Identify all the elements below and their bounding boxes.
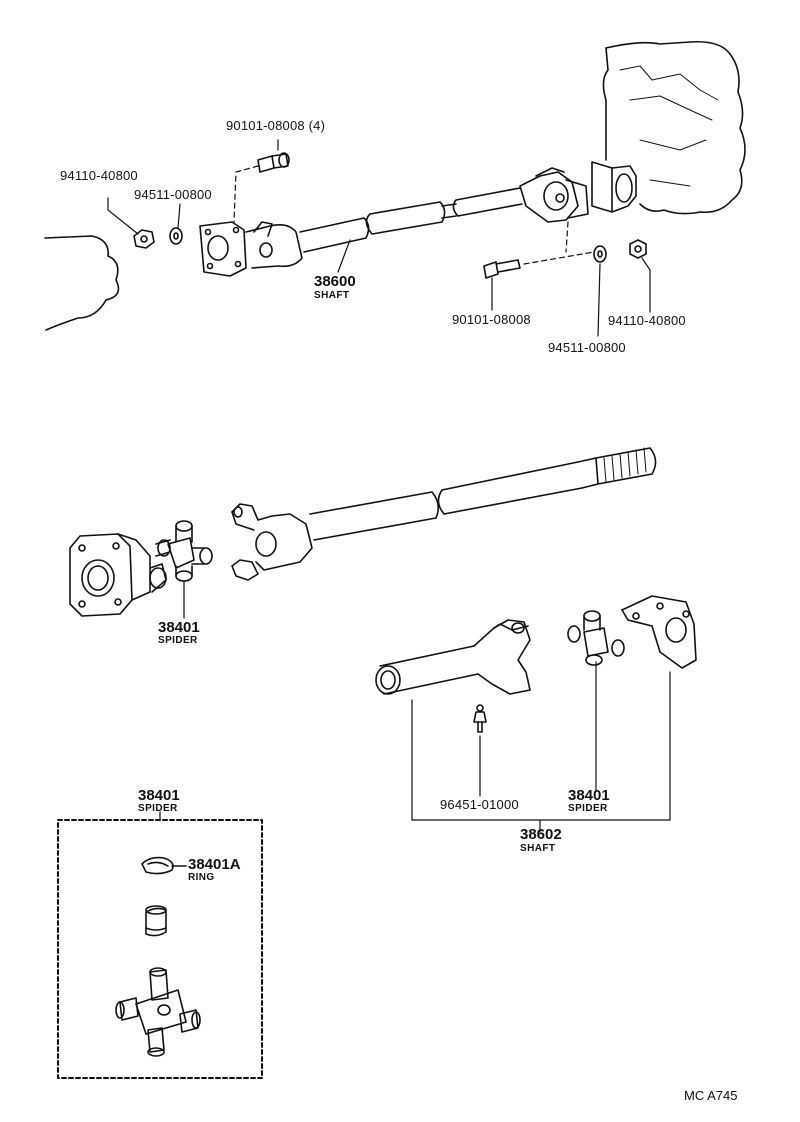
callout-shaft-upper-number: 38600 <box>314 273 356 290</box>
upper-shaft-tube <box>299 217 370 253</box>
front-flange <box>199 221 247 277</box>
nut-right <box>629 239 647 259</box>
transfer-case-outline <box>44 235 120 331</box>
callout-spider-right-number: 38401 <box>568 787 610 804</box>
callout-bolt-upper: 90101-08008 (4) <box>226 118 325 133</box>
bolt-upper-leader <box>233 165 259 223</box>
bolt-upper-quantity: (4) <box>308 118 326 133</box>
flange-bolt-lower <box>483 259 521 279</box>
long-shaft-splines <box>577 447 657 489</box>
transmission-flange-small <box>621 595 697 669</box>
washer-left <box>169 227 183 245</box>
callout-ring-number: 38401A <box>188 856 241 873</box>
spider-cross-left <box>155 520 213 582</box>
callout-spider-left-number: 38401 <box>158 619 200 636</box>
transmission-outline <box>602 40 746 215</box>
bearing-cup <box>145 905 167 937</box>
washer-left-leader <box>177 203 181 229</box>
callout-spider-right-name: SPIDER <box>568 803 608 814</box>
transmission-detail <box>619 65 719 187</box>
callout-box-spider-number: 38401 <box>138 787 180 804</box>
snap-ring <box>141 856 187 875</box>
front-yoke <box>245 224 303 269</box>
bolt-lower-leader <box>523 221 595 265</box>
diagram-code: MC A745 <box>684 1088 738 1103</box>
short-shaft-yoke <box>473 619 531 695</box>
callout-spider-left-name: SPIDER <box>158 635 198 646</box>
rear-yoke <box>519 171 579 223</box>
nut-left <box>133 229 155 249</box>
long-shaft-tube <box>309 491 440 541</box>
spider-cross-kit <box>115 967 201 1057</box>
flange-bolt-upper <box>257 152 290 173</box>
nut-left-leader <box>107 197 139 235</box>
transmission-output-flange <box>591 161 637 213</box>
bolt-upper-part-number: 90101-08008 <box>226 118 305 133</box>
grease-fitting <box>473 704 487 733</box>
callout-bolt-lower: 90101-08008 <box>452 312 531 327</box>
callout-shaft-upper-name: SHAFT <box>314 290 350 301</box>
shaft-upper-leader <box>337 239 351 273</box>
callout-nut-left: 94110-40800 <box>60 168 138 183</box>
callout-washer-left: 94511-00800 <box>134 187 212 202</box>
transfer-flange-block <box>69 533 167 617</box>
callout-nut-right: 94110-40800 <box>608 313 686 328</box>
callout-washer-right: 94511-00800 <box>548 340 626 355</box>
short-shaft-tube <box>375 645 479 695</box>
shaft-yoke-middle <box>231 503 313 581</box>
shaft-lower-bracket <box>411 661 671 833</box>
spider-cross-right <box>567 610 625 666</box>
washer-right <box>593 245 607 263</box>
callout-box-spider-name: SPIDER <box>138 803 178 814</box>
callout-grease-fitting: 96451-01000 <box>440 797 519 812</box>
callout-ring-name: RING <box>188 872 215 883</box>
callout-shaft-lower-number: 38602 <box>520 826 562 843</box>
nut-right-leader <box>641 257 651 313</box>
callout-shaft-lower-name: SHAFT <box>520 843 556 854</box>
washer-right-leader <box>597 263 601 337</box>
